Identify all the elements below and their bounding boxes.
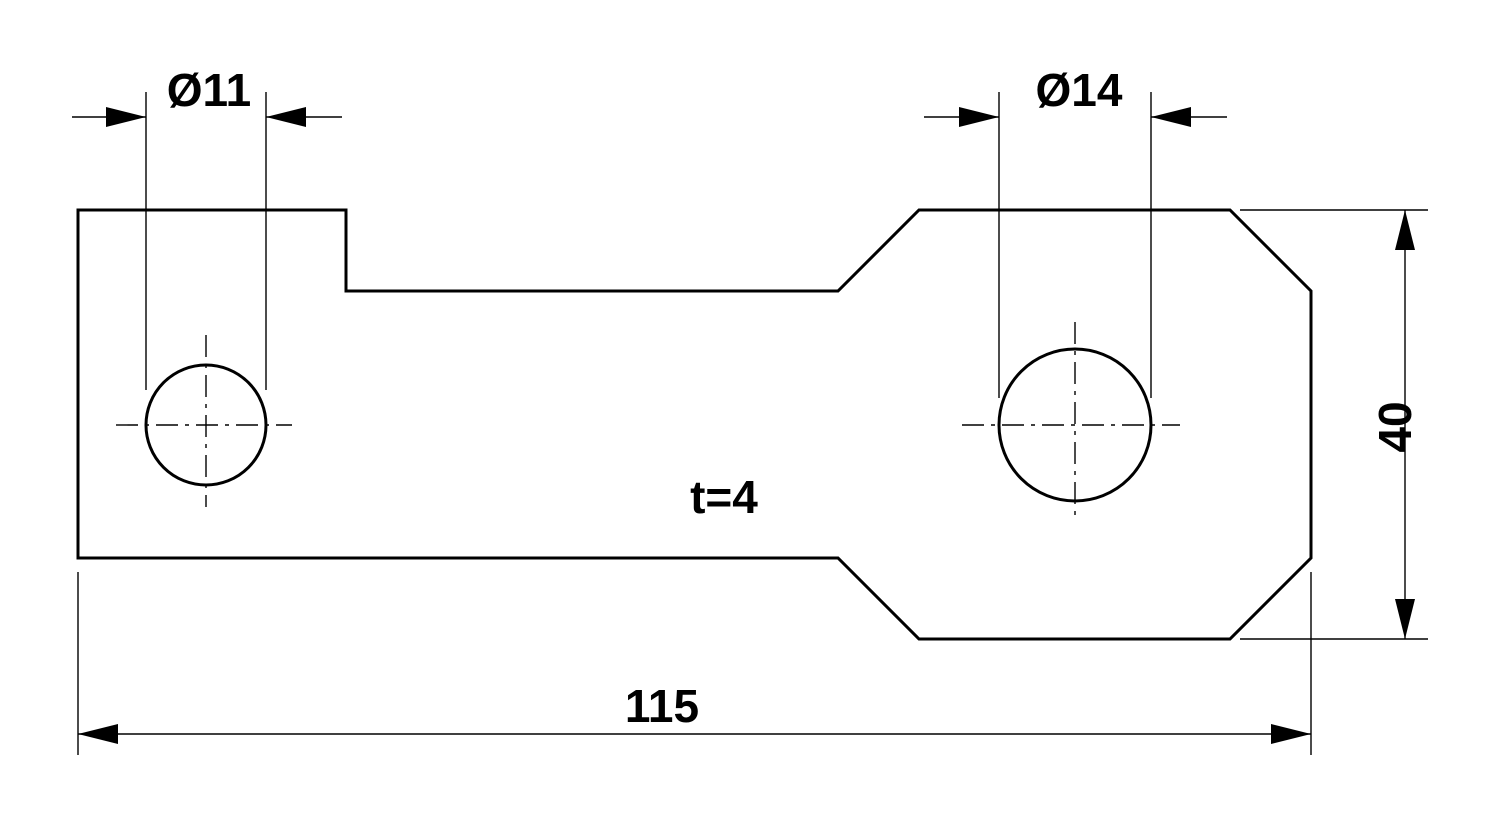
dimension-arrow bbox=[266, 107, 306, 127]
dimension-label-large-hole: Ø14 bbox=[1036, 64, 1123, 116]
dimension-small-hole: Ø11 bbox=[72, 64, 342, 390]
dimension-arrow bbox=[1151, 107, 1191, 127]
dimension-label-length: 115 bbox=[625, 680, 699, 732]
dimension-arrow bbox=[959, 107, 999, 127]
dimension-label-small-hole: Ø11 bbox=[167, 64, 251, 116]
dimension-length: 115 bbox=[77, 572, 1312, 755]
dimension-height: 40 bbox=[1240, 209, 1428, 640]
dimension-label-height: 40 bbox=[1369, 401, 1421, 452]
dimension-arrow bbox=[1395, 210, 1415, 250]
dimension-arrow bbox=[106, 107, 146, 127]
dimension-large-hole: Ø14 bbox=[924, 64, 1227, 398]
dimension-arrow bbox=[1271, 724, 1311, 744]
dimension-arrow bbox=[78, 724, 118, 744]
part-outline bbox=[76, 208, 1313, 641]
thickness-note: t=4 bbox=[690, 471, 758, 523]
dimension-arrow bbox=[1395, 599, 1415, 639]
